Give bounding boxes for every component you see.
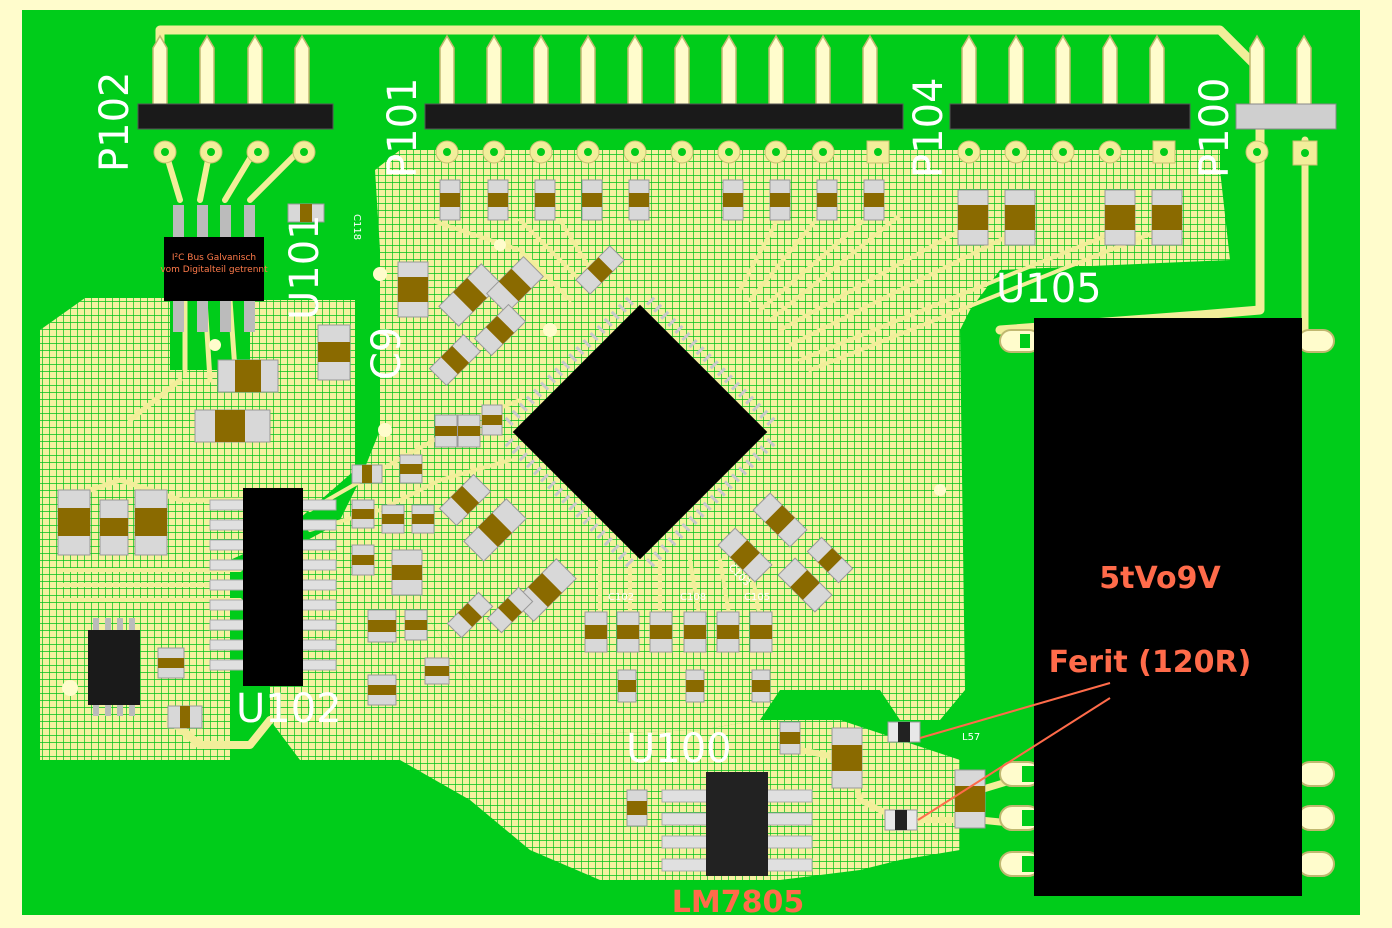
label-c105: C105 <box>744 592 770 603</box>
label-c9: C9 <box>364 327 410 380</box>
header-p104-body <box>949 103 1191 130</box>
power-section-smd <box>626 721 986 829</box>
mcu-chip <box>504 296 776 568</box>
label-u105: U105 <box>996 266 1102 312</box>
ferrite-annotation: Ferit (120R) <box>1049 645 1252 680</box>
capacitor-array-p104 <box>957 189 1183 246</box>
header-p100-body <box>1235 103 1337 130</box>
smd-components <box>57 179 1183 831</box>
ferrite-beads <box>884 721 921 831</box>
capacitor-row-c102-c105 <box>584 611 773 703</box>
i2c-note-line2: vom Digitalteil getrennt <box>160 265 268 275</box>
dcdc-module <box>999 318 1335 896</box>
silkscreen-labels: P102 P101 P104 P100 U101 C9 U105 U102 U1… <box>92 72 1238 772</box>
label-u102: U102 <box>236 686 342 732</box>
header-p102-body <box>137 103 334 130</box>
header-p101-body <box>424 103 904 130</box>
label-p102: P102 <box>92 72 138 172</box>
label-c102: C102 <box>608 592 634 603</box>
label-l57: L57 <box>962 732 980 743</box>
label-u101: U101 <box>282 214 328 320</box>
label-p104: P104 <box>906 78 952 178</box>
small-silkscreen-labels: C118 C102 C108 C105 C103 L57 <box>351 214 980 743</box>
header-pads <box>153 140 1318 166</box>
vias <box>62 239 946 696</box>
resistor-array-p101 <box>439 179 885 221</box>
ic-u102 <box>209 488 337 686</box>
label-c108: C108 <box>680 592 706 603</box>
label-c118: C118 <box>351 214 362 240</box>
ic-small-soic <box>88 618 140 716</box>
header-p102-pins <box>152 34 310 106</box>
ic-lm7805 <box>661 772 813 876</box>
label-u100: U100 <box>626 726 732 772</box>
misc-smd-left <box>57 203 429 729</box>
ferrite-pointer-lines <box>917 682 1111 821</box>
regulator-annotation: LM7805 <box>672 885 804 920</box>
label-p101: P101 <box>380 78 426 178</box>
i2c-note-line1: I²C Bus Galvanisch <box>172 253 256 263</box>
i2c-note: I²C Bus Galvanisch vom Digitalteil getre… <box>160 253 268 275</box>
i2c-isolator-ic <box>164 205 264 332</box>
dcdc-annotation: 5tVo9V <box>1099 561 1221 596</box>
misc-smd-center <box>351 404 503 706</box>
label-p100: P100 <box>1192 78 1238 178</box>
rotated-smd-around-mcu <box>428 245 854 639</box>
